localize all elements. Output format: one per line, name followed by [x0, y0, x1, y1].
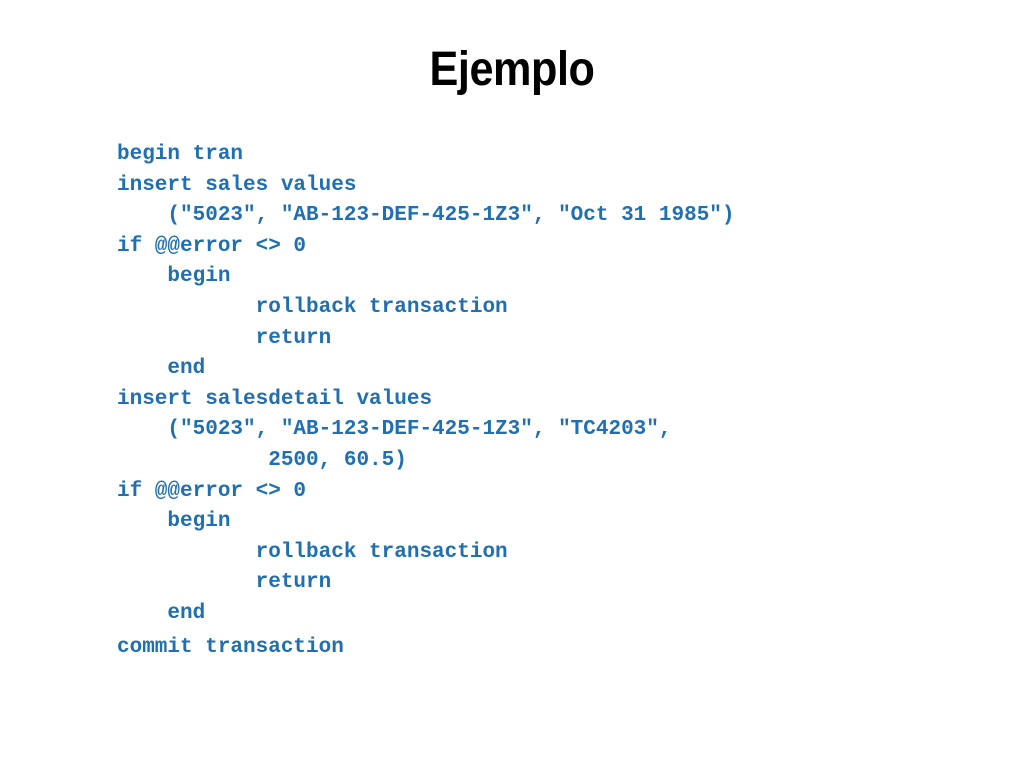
code-line: if @@error <> 0 [117, 234, 307, 258]
code-line: if @@error <> 0 [117, 479, 307, 503]
code-line: insert salesdetail values [117, 387, 433, 411]
code-line: begin [117, 265, 231, 289]
code-line: ("5023", "AB-123-DEF-425-1Z3", "Oct 31 1… [117, 204, 735, 228]
code-line: return [117, 326, 332, 350]
code-line: begin tran [117, 143, 244, 166]
code-line: rollback transaction [117, 540, 508, 564]
code-line: end [117, 357, 206, 381]
code-line: insert sales values [117, 173, 357, 197]
code-line: 2500, 60.5) [117, 448, 407, 472]
code-line: end [117, 601, 206, 625]
code-line: ("5023", "AB-123-DEF-425-1Z3", "TC4203", [117, 418, 672, 442]
code-line: rollback transaction [117, 295, 508, 319]
slide-title: Ejemplo [429, 43, 595, 96]
code-block: begin tran insert sales values ("5023", … [117, 140, 735, 663]
code-line: begin [117, 510, 231, 534]
code-line: commit transaction [117, 635, 344, 659]
code-line: return [117, 571, 332, 595]
